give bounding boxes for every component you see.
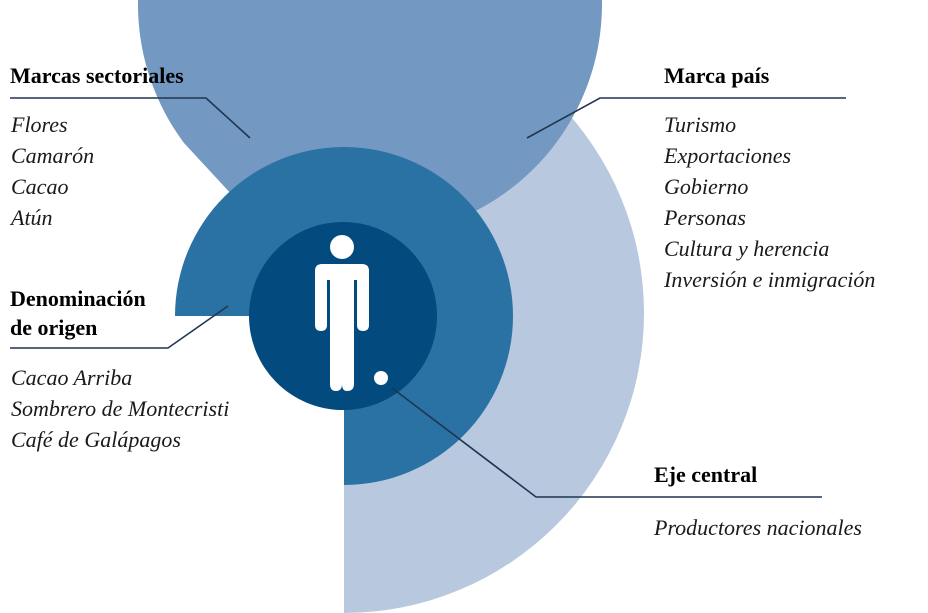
person-icon bbox=[315, 235, 369, 391]
country-brand-title: Marca país bbox=[664, 63, 770, 88]
list-item: Cacao bbox=[11, 174, 69, 199]
leader-line-central bbox=[391, 387, 822, 498]
origin-title-line2: de origen bbox=[10, 315, 98, 340]
origin-title-line1: Denominación bbox=[10, 286, 146, 311]
list-item: Inversión e inmigración bbox=[664, 267, 876, 292]
central-axis-title: Eje central bbox=[654, 462, 758, 487]
origin-list: Cacao Arriba Sombrero de Montecristi Caf… bbox=[11, 362, 229, 455]
list-item: Cacao Arriba bbox=[11, 365, 133, 390]
list-item: Sombrero de Montecristi bbox=[11, 396, 230, 421]
list-item: Camarón bbox=[11, 143, 95, 168]
list-item: Flores bbox=[11, 112, 68, 137]
list-item: Gobierno bbox=[664, 174, 749, 199]
sectoral-brands-title: Marcas sectoriales bbox=[10, 63, 184, 88]
list-item: Turismo bbox=[664, 112, 737, 137]
leader-line-origin bbox=[10, 305, 229, 349]
list-item: Cultura y herencia bbox=[664, 236, 830, 261]
list-item: Productores nacionales bbox=[654, 515, 862, 540]
ball-marker bbox=[374, 371, 388, 385]
central-axis-list: Productores nacionales bbox=[654, 512, 862, 543]
sectoral-brands-list: Flores Camarón Cacao Atún bbox=[11, 109, 94, 233]
list-item: Café de Galápagos bbox=[11, 427, 181, 452]
list-item: Atún bbox=[11, 205, 53, 230]
leader-line-country bbox=[526, 97, 846, 139]
leader-line-sectoral bbox=[10, 97, 251, 139]
list-item: Personas bbox=[664, 205, 746, 230]
list-item: Exportaciones bbox=[664, 143, 792, 168]
country-brand-list: Turismo Exportaciones Gobierno Personas … bbox=[664, 109, 875, 295]
